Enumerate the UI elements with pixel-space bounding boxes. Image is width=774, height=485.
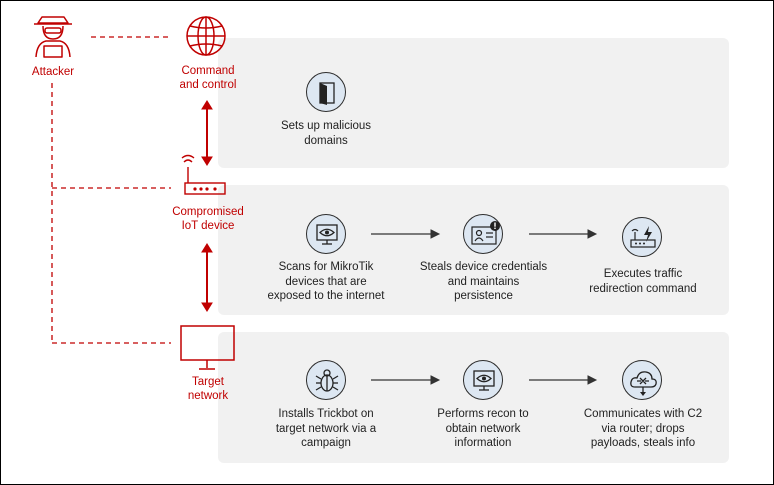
c2-label-line2: and control [179,79,237,91]
iot-target-double-arrow [201,243,213,312]
c2-step-1-line1: Sets up malicious [280,120,372,132]
target-label-line2: network [187,390,229,402]
target-step-2-line3: information [454,437,512,449]
router-bolt-icon [622,217,662,257]
hacker-icon [34,16,72,58]
door-icon [306,72,346,112]
attacker-label: Attacker [18,65,88,79]
eye-screen-icon [306,214,346,254]
bug-icon [306,360,346,400]
iot-label-line2: IoT device [181,220,235,232]
target-label-line1: Target [192,376,224,388]
target-step-2-line2: obtain network [445,422,521,435]
iot-step-3-line1: Executes traffic [603,268,683,280]
iot-step-1-line2: devices that are [285,275,367,288]
c2-label: Command and control [163,64,253,92]
eye-screen-icon-2 [463,360,503,400]
c2-label-line1: Command [181,65,235,77]
iot-step-2-line1: Steals device credentials [419,261,548,273]
target-arrow-1 [371,375,441,385]
iot-step-1-label: Scans for MikroTik devices that are expo… [256,260,396,304]
router-icon [181,154,226,195]
cloud-download-icon [622,360,662,400]
iot-step-1-line3: exposed to the internet [267,290,385,302]
attacker-label-text: Attacker [31,66,75,78]
iot-step-2-label: Steals device credentials and maintains … [406,260,561,304]
target-step-1-line3: campaign [301,437,351,449]
id-card-alert-icon [463,214,503,254]
iot-arrow-2 [529,229,598,239]
iot-label: Compromised IoT device [158,205,258,233]
iot-arrow-1 [371,229,441,239]
target-step-1-line1: Installs Trickbot on [278,408,374,420]
target-step-1-line2: target network via a [275,422,377,435]
c2-panel [218,38,729,168]
target-step-1-label: Installs Trickbot on target network via … [256,407,396,451]
target-label: Target network [163,375,253,403]
c2-iot-double-arrow [201,100,213,166]
target-step-2-line1: Performs recon to [437,408,529,420]
monitor-icon [180,325,235,370]
target-step-3-line3: payloads, steals info [590,437,696,449]
iot-step-1-line1: Scans for MikroTik [278,261,374,273]
target-step-2-label: Performs recon to obtain network informa… [413,407,553,451]
target-arrow-2 [529,375,598,385]
globe-icon [186,16,226,56]
iot-step-2-line3: persistence [454,290,513,302]
iot-step-3-line2: redirection command [589,282,697,295]
c2-step-1-label: Sets up malicious domains [256,119,396,148]
iot-label-line1: Compromised [172,206,244,218]
target-step-3-line2: via router; drops [601,422,685,435]
target-step-3-label: Communicates with C2 via router; drops p… [568,407,718,451]
target-step-3-line1: Communicates with C2 [583,408,703,420]
iot-step-2-line2: and maintains [447,275,520,288]
c2-step-1-line2: domains [304,134,348,147]
iot-step-3-label: Executes traffic redirection command [573,267,713,296]
